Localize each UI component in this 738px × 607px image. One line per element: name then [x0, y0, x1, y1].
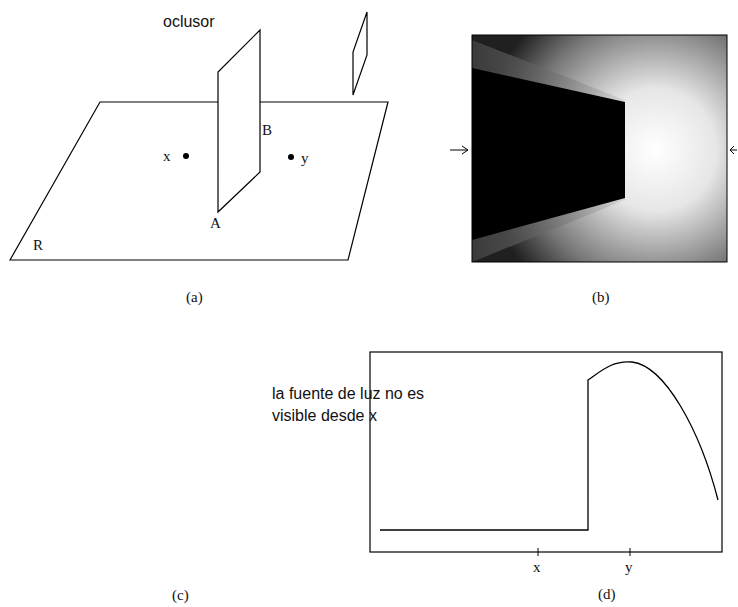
scanline-marker: [462, 146, 468, 154]
plot-frame: [370, 352, 722, 552]
intensity-curve: [380, 362, 718, 530]
point-label: y: [301, 149, 309, 167]
point-y: [288, 154, 294, 160]
panel-label: (b): [592, 288, 610, 306]
part-label: oclusor: [163, 12, 215, 31]
panel-label: (c): [172, 586, 189, 604]
image-frame: [472, 35, 727, 262]
axis-tick: [630, 548, 631, 556]
part-label: R: [33, 236, 43, 254]
penumbra: [472, 40, 625, 262]
light-source: [353, 12, 367, 95]
note-text: la fuente de luz no es visible desde x: [272, 383, 462, 426]
umbra: [472, 68, 625, 240]
panel-label: (d): [598, 585, 616, 603]
point-label: x: [163, 147, 171, 165]
axis-tick: [538, 548, 539, 556]
rendered-image: [472, 35, 727, 262]
scanline-marker: [450, 150, 468, 151]
axis-label: x: [533, 558, 541, 576]
point-label: A: [210, 214, 221, 232]
scanline-marker: [730, 146, 734, 154]
panel-label: (a): [186, 288, 203, 306]
receiver-plane: [10, 102, 388, 260]
occluder-panel: [218, 30, 260, 212]
axis-label: y: [625, 558, 633, 576]
point-label: B: [262, 121, 272, 139]
point-x: [183, 153, 189, 159]
